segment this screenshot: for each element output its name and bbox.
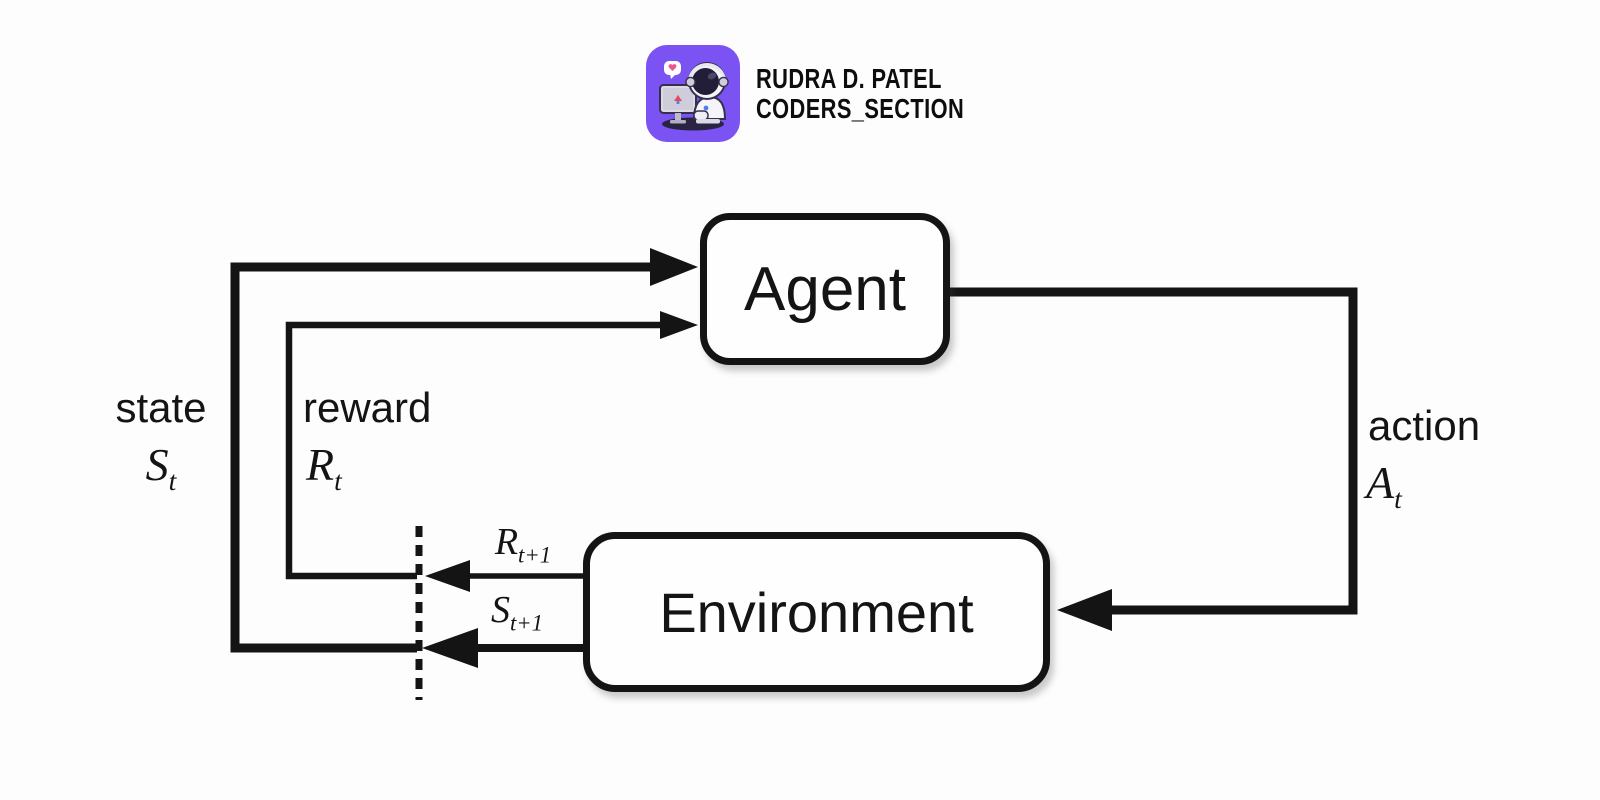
- next-reward-symbol: Rt+1: [494, 521, 552, 568]
- next-state-arrowhead-icon: [422, 628, 478, 668]
- environment-box: Environment: [583, 532, 1050, 692]
- reward-symbol: Rt: [306, 439, 342, 497]
- monitor-icon: [659, 84, 697, 124]
- state-symbol: St: [145, 439, 177, 497]
- reward-loop-line: [285, 321, 665, 580]
- agent-box: Agent: [700, 213, 950, 365]
- reward-arrowhead-icon: [660, 311, 698, 339]
- state-arrowhead-icon: [650, 248, 698, 286]
- brand-subtitle: CODERS_SECTION: [756, 92, 965, 124]
- environment-label: Environment: [659, 580, 974, 644]
- action-arrowhead-icon: [1057, 589, 1112, 631]
- brand-name: RUDRA D. PATEL: [756, 62, 942, 94]
- action-symbol: At: [1366, 457, 1402, 515]
- agent-label: Agent: [743, 254, 907, 324]
- brand-header: RUDRA D. PATEL CODERS_SECTION: [646, 45, 1023, 142]
- next-reward-arrowhead-icon: [425, 560, 470, 592]
- next-state-symbol: St+1: [490, 589, 544, 636]
- state-label: state: [115, 384, 207, 431]
- astronaut-logo-art: [646, 45, 740, 142]
- heart-bubble-icon: [664, 61, 681, 79]
- astronaut-icon: [685, 62, 729, 124]
- reward-label: reward: [303, 384, 432, 431]
- astronaut-logo-icon: [646, 45, 740, 142]
- action-loop-line: [948, 287, 1358, 615]
- action-label: action: [1368, 402, 1481, 449]
- brand-text: RUDRA D. PATEL CODERS_SECTION: [756, 62, 965, 124]
- state-loop-line: [230, 262, 655, 653]
